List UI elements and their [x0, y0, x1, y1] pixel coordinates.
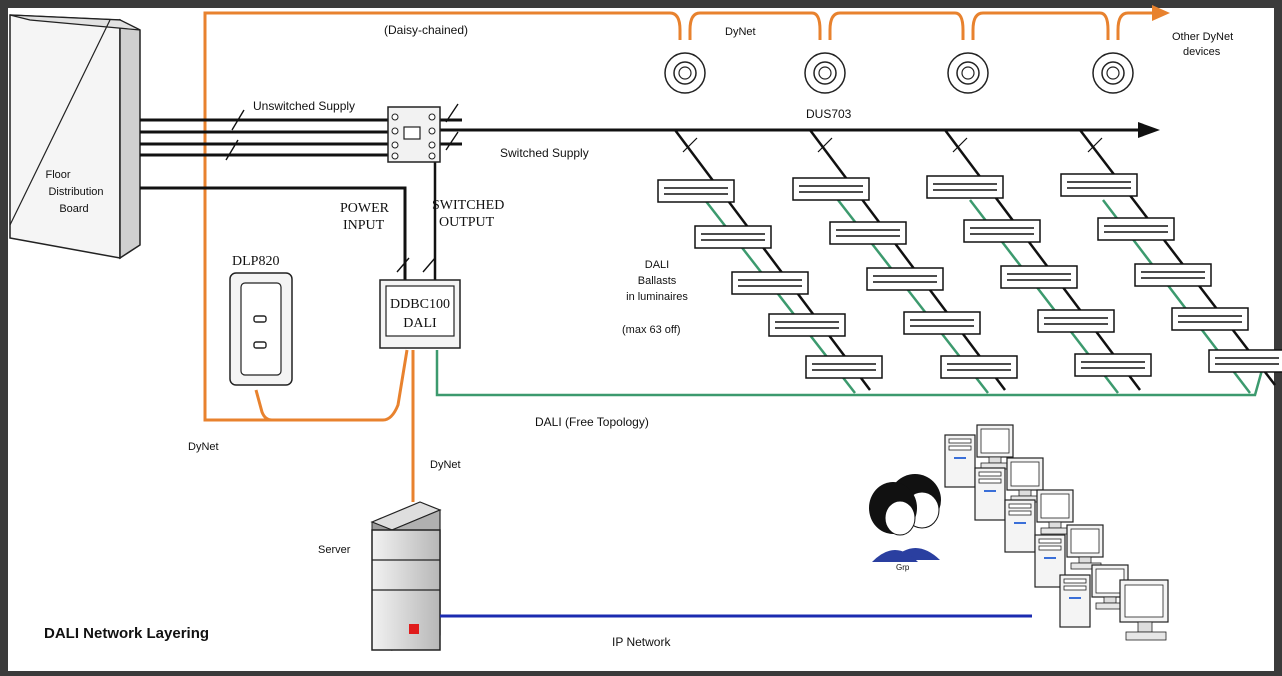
dynet-device-2 — [804, 52, 846, 94]
unswitched-supply-label: Unswitched Supply — [253, 99, 355, 113]
other-dynet-label-1: Other DyNet — [1172, 31, 1233, 43]
dynet-device-1 — [664, 52, 706, 94]
dali-ballasts-label-2: Ballasts — [638, 275, 677, 287]
workstations-group — [944, 424, 1169, 641]
server-label: Server — [318, 544, 351, 556]
dali-ballasts-label-3: in luminaires — [626, 291, 688, 303]
daisy-chained-label: (Daisy-chained) — [384, 23, 468, 37]
conductor-marks — [225, 103, 459, 273]
dynet-server-label: DyNet — [430, 459, 461, 471]
ip-network-label: IP Network — [612, 635, 671, 649]
dali-box-label: DALI — [403, 316, 437, 331]
switched-supply-label: Switched Supply — [500, 146, 589, 160]
switched-supply-arrow-head — [1138, 122, 1160, 138]
user-group-icon — [869, 474, 941, 562]
dynet-left-label: DyNet — [188, 441, 219, 453]
dynet-devices — [664, 52, 1134, 94]
floor-distribution-board — [9, 14, 141, 260]
ddbc100-label: DDBC100 — [390, 297, 450, 312]
dus703-module — [387, 106, 441, 163]
other-dynet-label-2: devices — [1183, 46, 1221, 58]
dynet-device-3 — [947, 52, 989, 94]
server-tower — [370, 501, 442, 651]
power-input-label-2: INPUT — [343, 218, 385, 233]
switched-output-label-2: OUTPUT — [439, 215, 495, 230]
dynet-arrow-head — [1152, 5, 1170, 21]
floor-label-3: Board — [59, 203, 88, 215]
dus703-label: DUS703 — [806, 107, 852, 121]
floor-label-1: Floor — [45, 169, 70, 181]
dynet-top-label: DyNet — [725, 26, 756, 38]
canvas-background — [8, 8, 1274, 671]
dynet-daisy-chain — [203, 11, 1158, 410]
ddbc100-controller — [379, 279, 461, 349]
dali-ballasts-label-1: DALI — [645, 259, 669, 271]
group-label: Grp — [896, 563, 910, 572]
mains-wiring — [140, 118, 1140, 283]
dlp820-panel — [229, 272, 293, 386]
luminaire-supply — [674, 129, 1276, 391]
server-power-led — [409, 624, 419, 634]
floor-label-2: Distribution — [48, 186, 103, 198]
max-63-off-label: (max 63 off) — [622, 324, 681, 336]
dynet-local-wiring — [203, 349, 415, 502]
dlp820-label: DLP820 — [232, 254, 279, 269]
dali-free-topology-label: DALI (Free Topology) — [535, 415, 649, 429]
power-input-label-1: POWER — [340, 201, 390, 216]
dynet-device-4 — [1092, 52, 1134, 94]
switched-output-label-1: SWITCHED — [432, 198, 504, 213]
diagram-title: DALI Network Layering — [44, 625, 209, 642]
